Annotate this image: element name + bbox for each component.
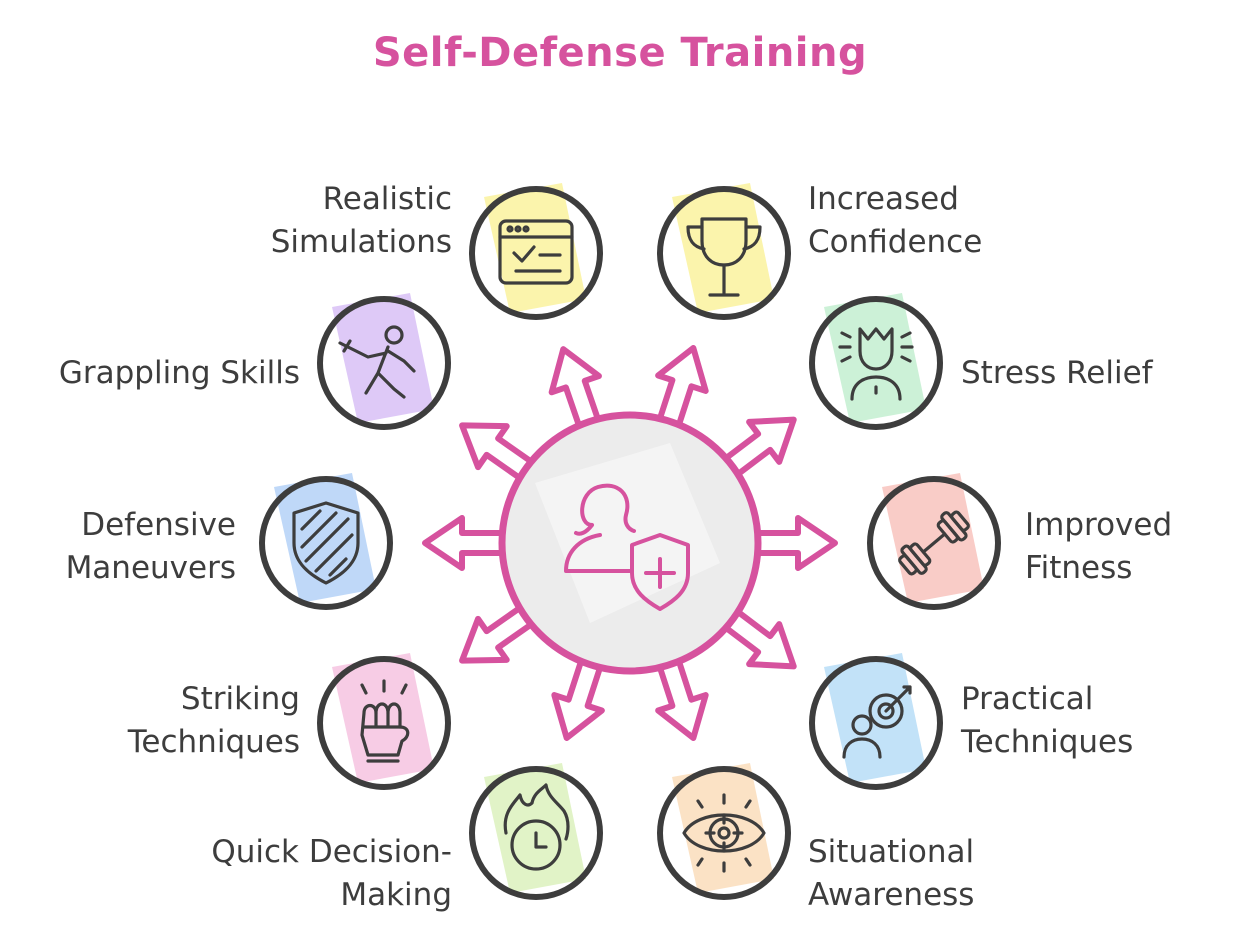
label-line: Techniques: [961, 724, 1134, 760]
label-line: Confidence: [808, 224, 983, 260]
label-line: Maneuvers: [65, 550, 236, 586]
node-highlight: [824, 653, 926, 783]
label-stress-relief: Stress Relief: [961, 352, 1153, 395]
label-line: Awareness: [808, 877, 975, 913]
node-circle: [469, 186, 603, 320]
node-highlight: [332, 653, 434, 783]
node-circle: [657, 766, 791, 900]
node-highlight: [484, 763, 586, 893]
label-line: Fitness: [1025, 550, 1133, 586]
label-line: Improved: [1025, 507, 1173, 543]
benefit-nodes: [259, 183, 1001, 900]
diagram-title: Self-Defense Training: [372, 30, 868, 76]
node-circle: [867, 476, 1001, 610]
label-line: Realistic: [322, 181, 452, 217]
label-line: Grappling Skills: [58, 355, 300, 391]
fencer-icon: [338, 325, 416, 399]
node-situational-awareness: [657, 763, 791, 900]
node-highlight: [274, 473, 376, 603]
node-circle: [809, 656, 943, 790]
node-highlight: [824, 293, 926, 423]
spoke-arrow: [459, 601, 539, 664]
label-grappling-skills: Grappling Skills: [59, 352, 300, 395]
label-line: Techniques: [127, 724, 300, 760]
person-target-icon: [842, 685, 912, 759]
node-circle: [317, 296, 451, 430]
node-circle: [809, 296, 943, 430]
node-circle: [657, 186, 791, 320]
spoke-arrow: [548, 346, 603, 434]
node-increased-confidence: [657, 183, 791, 320]
spoke-arrows: [422, 345, 838, 741]
node-defensive-maneuvers: [259, 473, 393, 610]
label-line: Making: [340, 877, 452, 913]
node-striking-techniques: [317, 653, 451, 790]
eye-target-icon: [682, 793, 766, 873]
node-circle: [259, 476, 393, 610]
label-line: Practical: [961, 681, 1094, 717]
label-line: Quick Decision-: [211, 834, 452, 870]
spoke-arrow: [718, 605, 797, 670]
label-quick-decision-making: Quick Decision- Making: [211, 831, 452, 917]
spoke-arrow: [422, 515, 511, 571]
node-circle: [317, 656, 451, 790]
label-line: Stress Relief: [961, 355, 1153, 391]
person-shield-plus-icon: [564, 483, 690, 611]
node-grappling-skills: [317, 293, 451, 430]
trophy-icon: [686, 217, 762, 297]
node-practical-techniques: [809, 653, 943, 790]
label-line: Situational: [808, 834, 975, 870]
spoke-arrow: [655, 652, 709, 741]
node-stress-relief: [809, 293, 943, 430]
spoke-arrow: [459, 422, 539, 485]
node-quick-decision-making: [469, 763, 603, 900]
stressed-person-icon: [838, 327, 914, 401]
label-line: Defensive: [81, 507, 236, 543]
spoke-arrow: [655, 345, 709, 434]
fist-icon: [360, 679, 410, 763]
label-line: Simulations: [270, 224, 452, 260]
shield-icon: [292, 501, 360, 585]
node-circle: [469, 766, 603, 900]
spoke-arrow: [551, 652, 605, 741]
node-improved-fitness: [867, 473, 1001, 610]
label-line: Striking: [180, 681, 300, 717]
hub: [498, 411, 762, 675]
node-realistic-simulations: [469, 183, 603, 320]
node-highlight: [672, 183, 774, 313]
spoke-arrow: [718, 416, 797, 481]
dumbbell-icon: [898, 510, 970, 576]
checklist-window-icon: [498, 219, 574, 285]
spoke-arrow: [749, 515, 838, 571]
clock-flame-icon: [503, 783, 570, 871]
label-line: Increased: [808, 181, 959, 217]
